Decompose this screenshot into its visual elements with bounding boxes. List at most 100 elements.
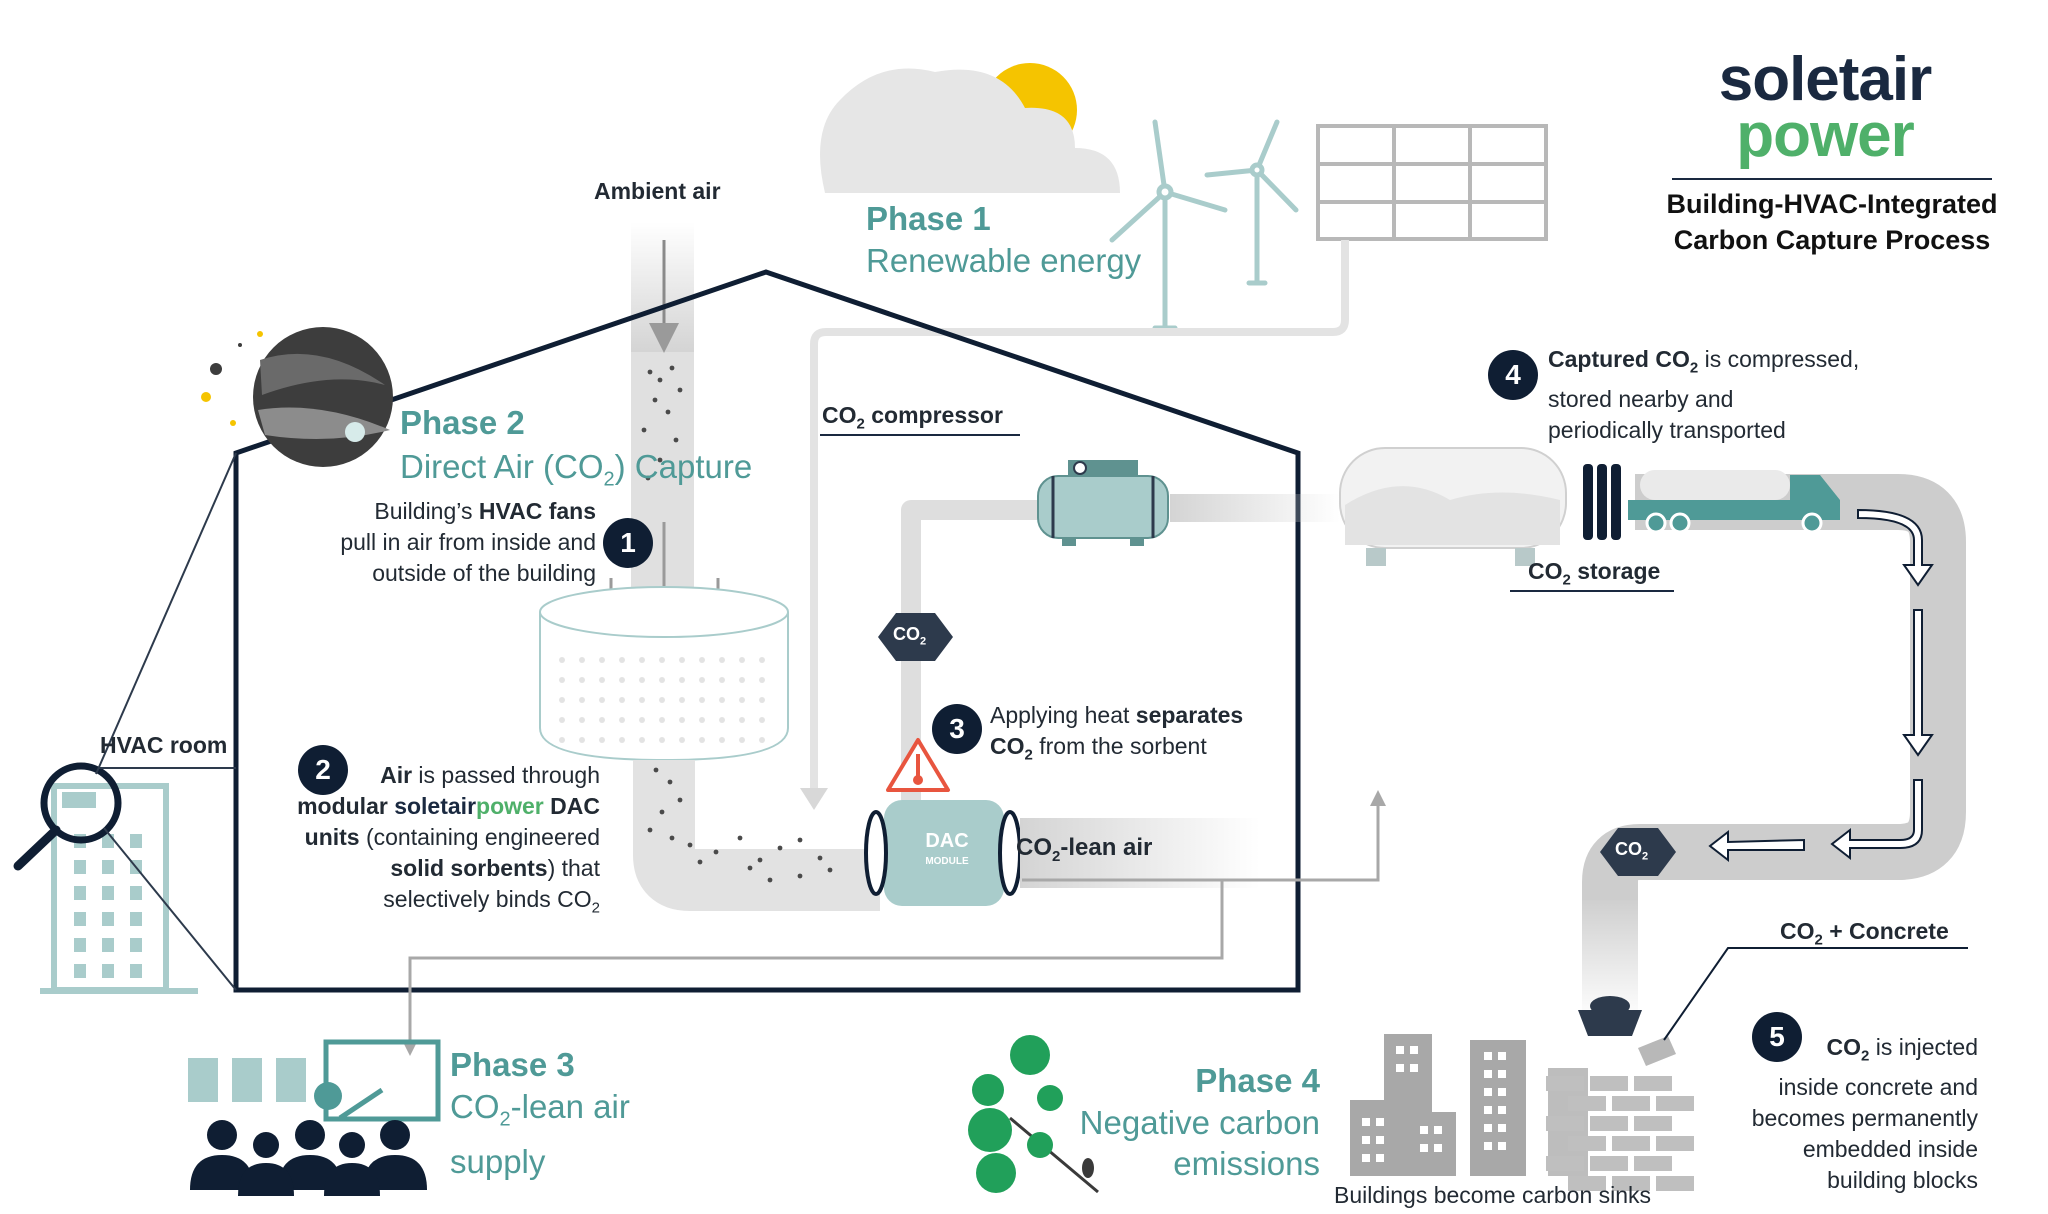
step5-line5: building blocks	[1827, 1166, 1978, 1193]
co2-compressor-label: CO2 compressor	[822, 402, 1003, 433]
sorbent-dot	[599, 677, 605, 683]
step2-line3: units (containing engineered	[236, 822, 600, 853]
sorbent-dot	[679, 657, 685, 663]
sorbent-dot	[759, 737, 765, 743]
sorbent-dot	[759, 657, 765, 663]
sorbent-dot	[619, 657, 625, 663]
sorbent-dot	[559, 677, 565, 683]
sorbent-dot	[559, 697, 565, 703]
brick	[1546, 1076, 1584, 1091]
sorbent-dot	[679, 697, 685, 703]
air-particle	[659, 809, 665, 815]
brick	[1568, 1136, 1606, 1151]
co2-lean-air-label: CO2-lean air	[1016, 834, 1152, 865]
logo-line1: soletair	[1718, 45, 1933, 114]
air-particle	[677, 387, 683, 393]
step2-brand-s: soletair	[394, 793, 477, 819]
step2-line3-post: (containing engineered	[359, 824, 600, 850]
step4-line1: Captured CO2 is compressed,	[1548, 344, 1859, 384]
air-particle	[652, 397, 658, 403]
air-particle	[767, 877, 773, 883]
step3-line1-bold: separates	[1135, 702, 1244, 728]
sorbent-dot	[659, 697, 665, 703]
sorbent-dot	[719, 737, 725, 743]
air-particle	[667, 779, 673, 785]
city-window	[1484, 1088, 1492, 1096]
sorbent-dot	[659, 717, 665, 723]
sorbent-dot	[699, 677, 705, 683]
sorbent-dot	[659, 737, 665, 743]
house-outline	[233, 269, 1301, 993]
sorbent-dot	[659, 657, 665, 663]
air-particle	[677, 797, 683, 803]
air-particle	[645, 475, 651, 481]
co2-badge-transport-sub: 2	[1642, 850, 1649, 863]
step5-line1-bold: CO	[1826, 1034, 1861, 1060]
brick	[1634, 1156, 1672, 1171]
step2-line4: solid sorbents) that	[236, 853, 600, 884]
step2-line2: modular soletairpower DAC	[236, 791, 600, 822]
step2-line1-post: is passed through	[412, 762, 600, 788]
step4-line1-sub: 2	[1689, 359, 1699, 377]
brick	[1590, 1116, 1628, 1131]
air-particle	[747, 865, 753, 871]
city-window	[1376, 1136, 1384, 1144]
phase2-subtitle-post: ) Capture	[614, 448, 753, 485]
logo-divider	[1672, 178, 1992, 180]
city-window	[1376, 1154, 1384, 1162]
step5-number: 5	[1752, 1012, 1802, 1062]
sorbent-dot	[659, 677, 665, 683]
step2-line4-post: ) that	[547, 855, 600, 881]
city-window	[1498, 1088, 1506, 1096]
step2-line2-pre: modular	[297, 793, 395, 819]
co2-badge-transport	[1600, 828, 1676, 876]
sorbent-dot	[759, 677, 765, 683]
air-particle	[657, 377, 663, 383]
tree-icon	[968, 1035, 1099, 1194]
step5-line3: becomes permanently	[1751, 1104, 1978, 1131]
step1-line1-pre: Building’s	[374, 498, 479, 524]
sorbent-dot	[599, 697, 605, 703]
building-window	[74, 938, 86, 952]
sorbent-dot	[759, 697, 765, 703]
brick	[1656, 1136, 1694, 1151]
brick	[1656, 1176, 1694, 1191]
building-window	[74, 964, 86, 978]
building-window	[102, 912, 114, 926]
co2-badge-pipe-text: CO2	[893, 624, 926, 648]
wind-turbine-icon	[1109, 119, 1299, 331]
gas-cylinders-icon	[1583, 464, 1621, 540]
co2-concrete-post: + Concrete	[1822, 918, 1949, 944]
dac-module-bottom-label: MODULE	[925, 856, 969, 867]
city-window	[1498, 1070, 1506, 1078]
sorbent-dot	[719, 677, 725, 683]
air-particle	[641, 427, 647, 433]
city-window	[1410, 1064, 1418, 1072]
sorbent-dot	[679, 737, 685, 743]
phase3-sub-sub: 2	[499, 1108, 511, 1131]
step5-line1: CO2 is injected	[1660, 1032, 1978, 1072]
step5-text: CO2 is injected inside concrete and beco…	[1660, 1032, 1978, 1196]
sorbent-dot	[679, 677, 685, 683]
co2-badge-transport-text: CO2	[1615, 839, 1648, 863]
co2-storage-post: storage	[1570, 558, 1661, 584]
air-particle	[653, 767, 659, 773]
sorbent-dot	[699, 737, 705, 743]
air-particle	[647, 369, 653, 375]
city-window	[1420, 1144, 1428, 1152]
brick	[1568, 1096, 1606, 1111]
sorbent-dot	[579, 717, 585, 723]
step3-line1: Applying heat separates	[990, 700, 1243, 731]
step3-line2-bold: CO	[990, 733, 1025, 759]
building-window	[74, 860, 86, 874]
co2-compressor-pre: CO	[822, 402, 857, 428]
step2-line3-bold: units	[304, 824, 360, 850]
sorbent-dot	[759, 717, 765, 723]
air-particle	[687, 842, 693, 848]
co2-compressor-icon	[1037, 460, 1169, 546]
air-particle	[669, 835, 675, 841]
phase3-sub-post: -lean air	[510, 1088, 630, 1125]
city-window	[1434, 1144, 1442, 1152]
air-particle	[713, 849, 719, 855]
